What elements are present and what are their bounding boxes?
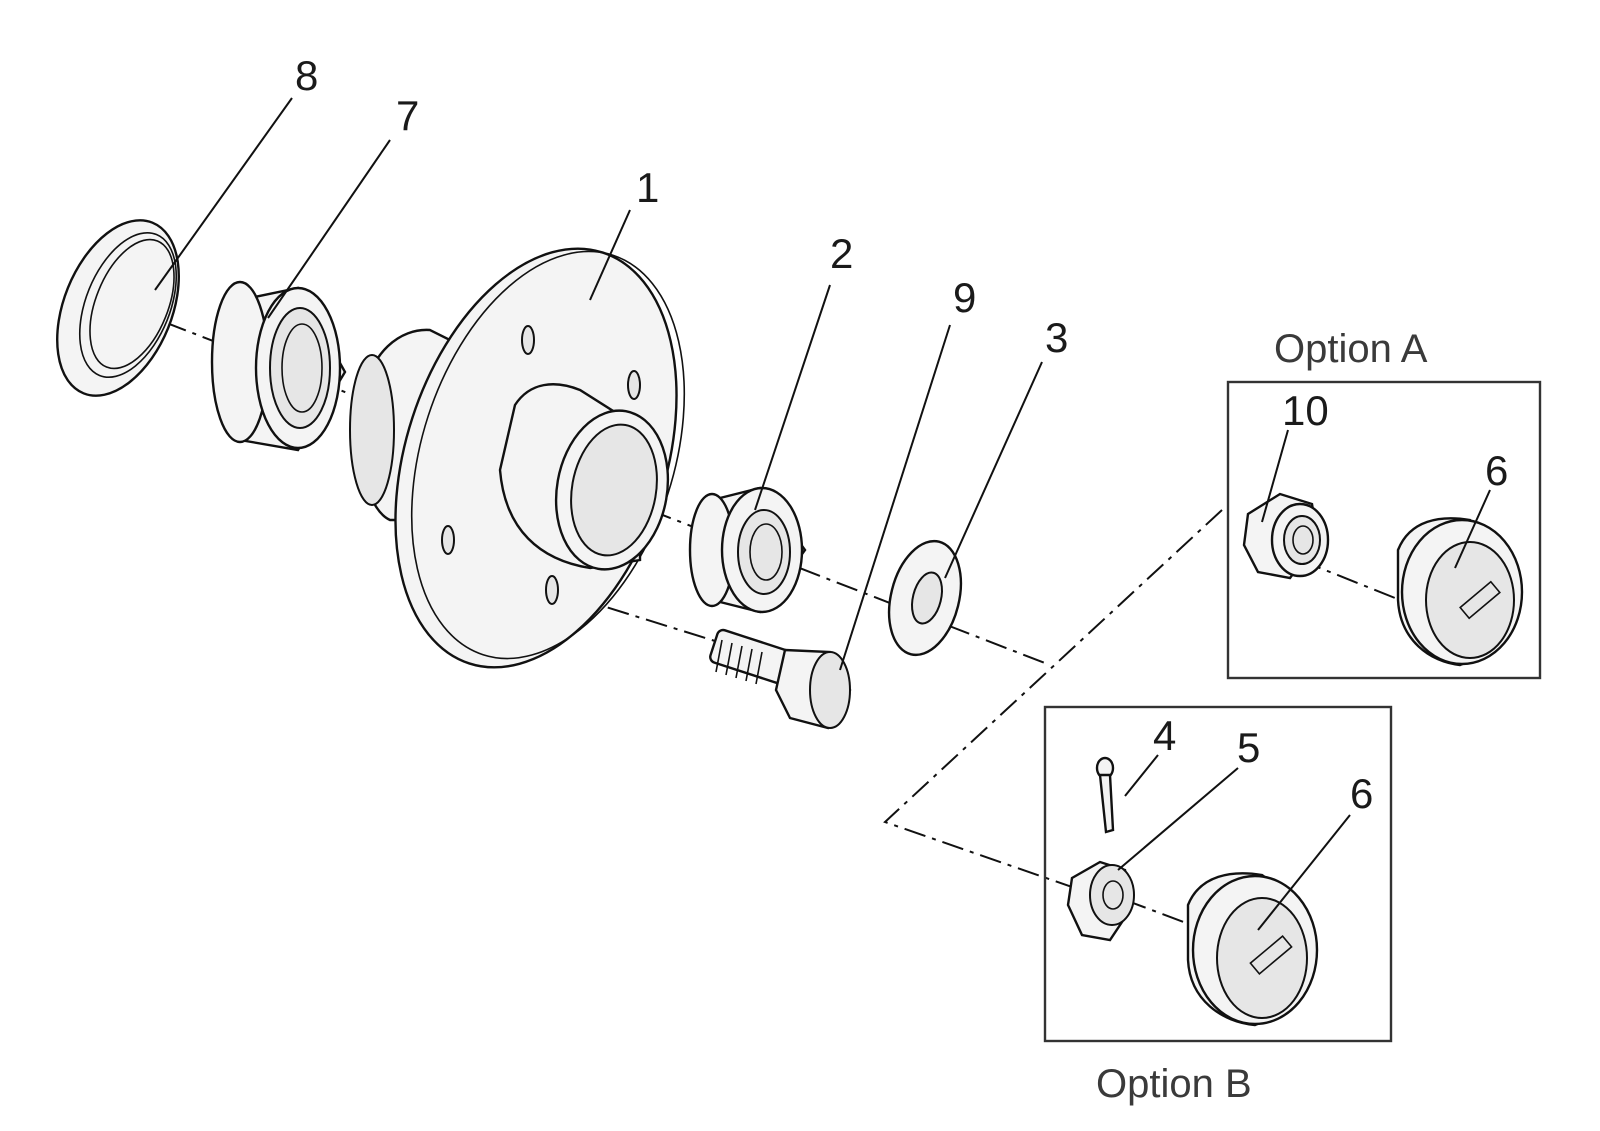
callout-washer: 3 (1045, 314, 1068, 361)
callout-outer-bearing: 7 (396, 92, 419, 139)
hub-part (349, 247, 686, 669)
callout-seal: 8 (295, 52, 318, 99)
leader-lines (154, 97, 1491, 931)
option-a-frame: Option A (1226, 327, 1542, 680)
callout-castle-nut: 5 (1237, 724, 1260, 771)
callout-wheel-bolt: 9 (953, 274, 976, 321)
cotter-pin-part (1095, 756, 1115, 834)
inner-bearing-part (688, 486, 807, 614)
callout-inner-bearing: 2 (830, 230, 853, 277)
hub-cap-a-part (1396, 517, 1524, 667)
outer-bearing-part (210, 280, 347, 452)
callout-cap-option-b: 6 (1350, 770, 1373, 817)
callout-hub: 1 (636, 164, 659, 211)
option-b-frame: Option B (1043, 705, 1393, 1106)
option-b-title: Option B (1096, 1062, 1252, 1106)
seal-part (56, 219, 180, 397)
washer-part (887, 539, 963, 657)
callout-cap-option-a: 6 (1485, 447, 1508, 494)
castle-nut-part (1066, 860, 1135, 942)
option-a-title: Option A (1274, 327, 1428, 371)
hub-cap-b-part (1186, 872, 1319, 1027)
wheel-bolt-part (709, 628, 852, 730)
callout-lock-nut: 10 (1282, 387, 1329, 434)
lock-nut-part (1242, 492, 1330, 580)
callout-cotter-pin: 4 (1153, 712, 1176, 759)
callout-labels: 8 7 1 2 9 3 10 6 4 5 6 (295, 52, 1508, 817)
